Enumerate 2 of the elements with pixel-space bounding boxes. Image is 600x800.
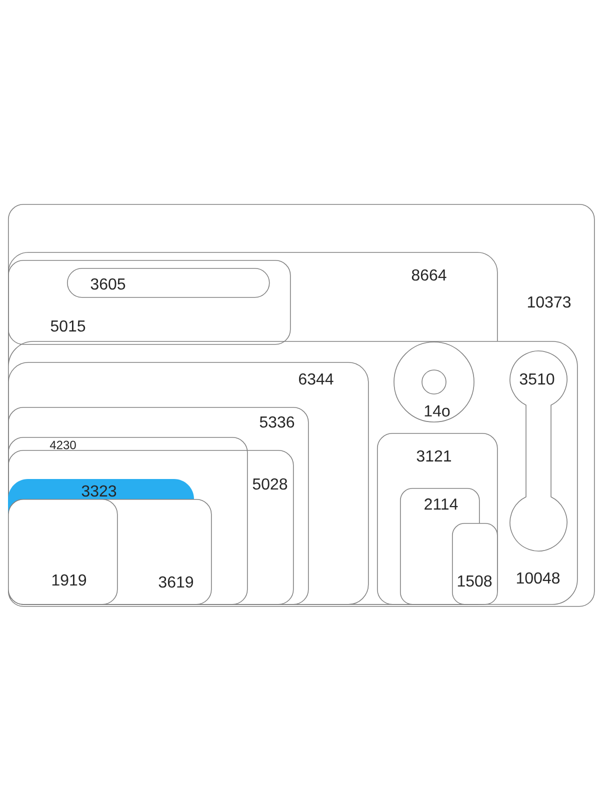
rounded-box: 1508: [452, 523, 498, 605]
rounded-box: 1919: [8, 499, 118, 605]
